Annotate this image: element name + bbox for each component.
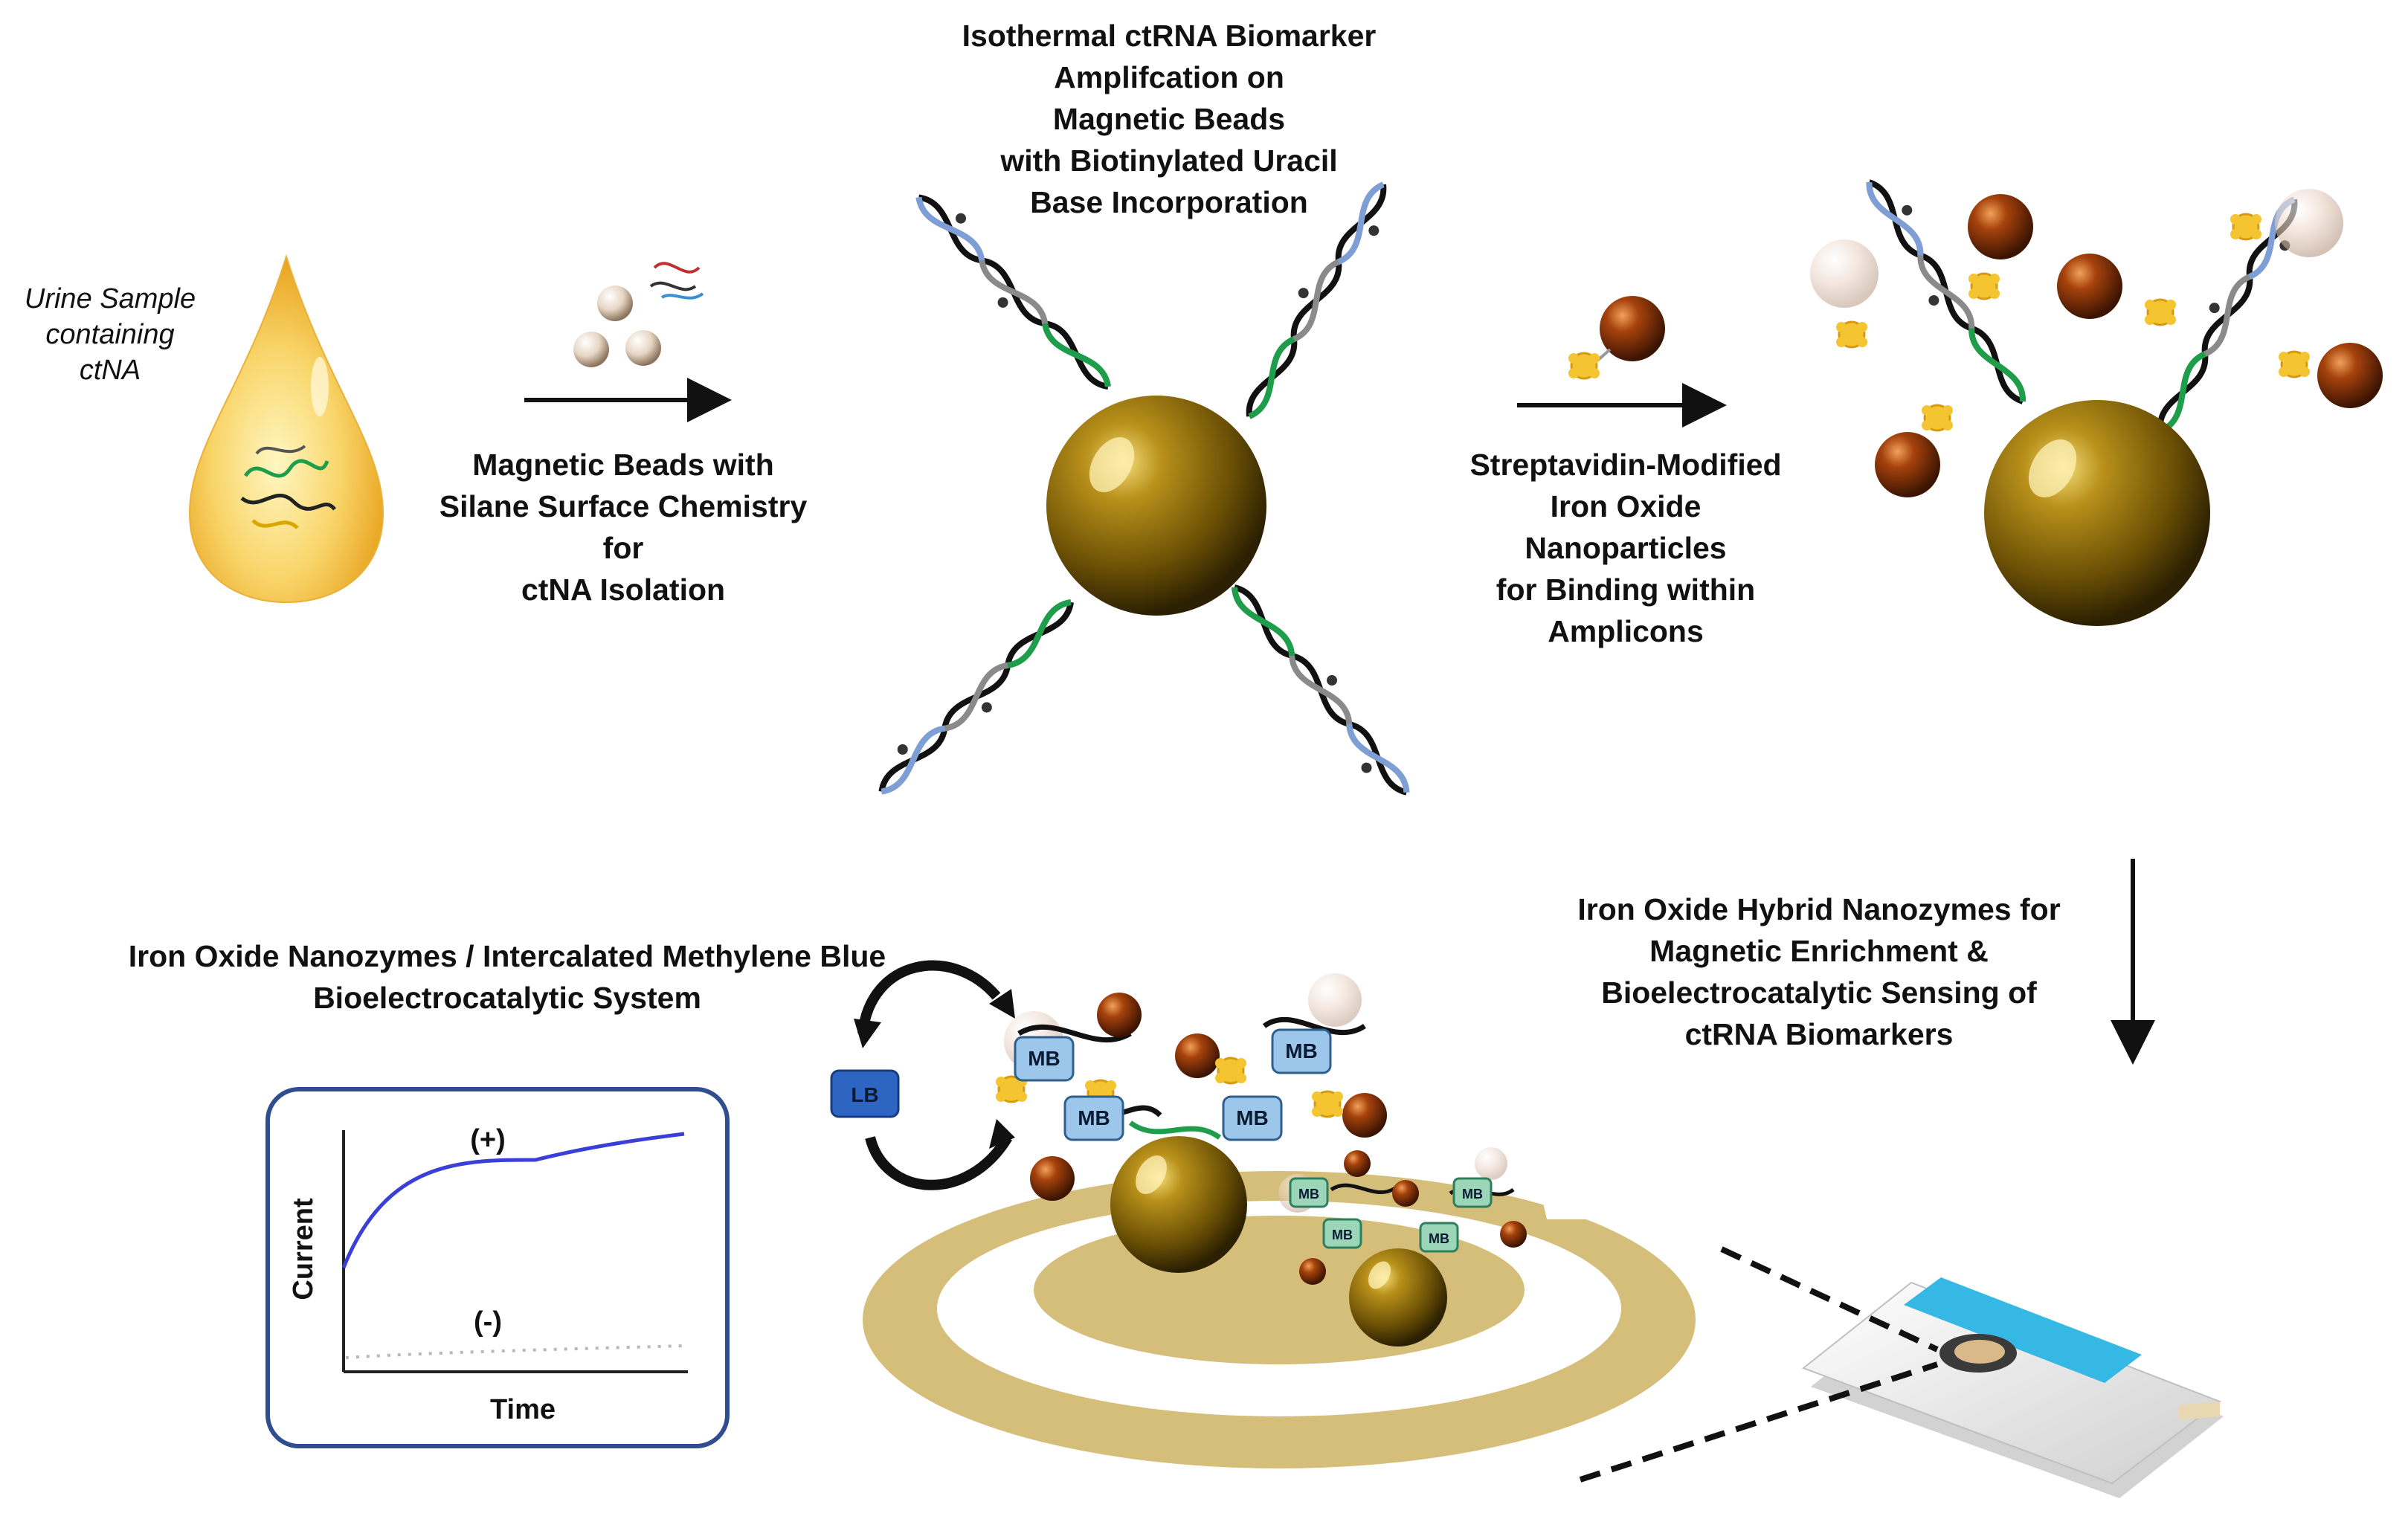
step1-caption: Magnetic Beads with Silane Surface Chemi… — [440, 444, 807, 610]
system-caption: Iron Oxide Nanozymes / Intercalated Meth… — [129, 935, 886, 1019]
mb-label: MB — [1332, 1228, 1353, 1242]
test-strip — [1579, 1246, 2224, 1498]
step2-caption-line: with Biotinylated Uracil — [1000, 143, 1338, 178]
step4-caption-line: Bioelectrocatalytic Sensing of — [1601, 975, 2037, 1010]
mb-label: MB — [1028, 1047, 1060, 1070]
plot-positive-label: (+) — [470, 1124, 506, 1155]
nanozyme-assembly — [994, 973, 1527, 1347]
system-caption-line: Bioelectrocatalytic System — [313, 981, 701, 1015]
urine-label-line: Urine Sample — [24, 283, 196, 315]
step2-caption: Isothermal ctRNA Biomarker Amplifcation … — [962, 15, 1377, 223]
step1-caption-line: Silane Surface Chemistry — [439, 489, 808, 523]
step3-caption-line: Iron Oxide — [1550, 489, 1702, 523]
urine-label-line: ctNA — [79, 355, 141, 386]
electrode — [863, 1171, 1696, 1468]
plot-x-label: Time — [490, 1394, 556, 1425]
mb-label: MB — [1285, 1039, 1318, 1062]
step3-caption-line: Amplicons — [1548, 614, 1704, 648]
plot-frame — [265, 1087, 730, 1448]
lb-badge — [830, 1069, 900, 1118]
cycle-tags: LB MB MB MB MB MB MB MB MB — [851, 1039, 1483, 1246]
urine-sample-label: Urine Sample containing ctNA — [25, 281, 196, 388]
step4-caption-line: Iron Oxide Hybrid Nanozymes for — [1577, 892, 2061, 926]
current-time-plot: (+) (-) Time Current — [265, 1087, 730, 1448]
mb-label: MB — [1429, 1231, 1449, 1246]
step1-caption-line: Magnetic Beads with — [472, 448, 774, 482]
lb-label: LB — [851, 1083, 878, 1106]
mb-label: MB — [1078, 1106, 1110, 1129]
step3-caption-line: Streptavidin-Modified — [1469, 448, 1782, 482]
urine-drop — [188, 254, 384, 604]
step3-caption-line: for Binding within — [1496, 573, 1756, 607]
mb-label: MB — [1462, 1187, 1483, 1202]
step3-caption: Streptavidin-Modified Iron Oxide Nanopar… — [1469, 444, 1781, 652]
step1-caption-line: ctNA Isolation — [521, 573, 726, 607]
urine-label-line: containing — [45, 319, 175, 350]
step3-caption-line: Nanoparticles — [1525, 531, 1727, 565]
step4-caption-line: ctRNA Biomarkers — [1684, 1017, 1954, 1051]
step1-caption-line: for — [602, 531, 644, 565]
plot-y-label: Current — [288, 1198, 319, 1300]
redox-cycle — [830, 960, 1015, 1190]
step4-caption: Iron Oxide Hybrid Nanozymes for Magnetic… — [1577, 888, 2060, 1055]
plot-negative-label: (-) — [474, 1306, 502, 1338]
curve-positive — [341, 1132, 685, 1268]
mb-label: MB — [1298, 1187, 1319, 1202]
streptavidin-nanoparticle-icon — [1567, 296, 1665, 380]
amplified-bead — [867, 175, 1422, 806]
step2-caption-line: Amplifcation on — [1054, 60, 1284, 94]
system-caption-line: Iron Oxide Nanozymes / Intercalated Meth… — [128, 939, 886, 973]
step2-caption-line: Base Incorporation — [1030, 185, 1308, 219]
nanoparticle-bound-bead — [1810, 171, 2383, 626]
step4-caption-line: Magnetic Enrichment & — [1649, 934, 1989, 968]
step2-caption-line: Magnetic Beads — [1052, 102, 1286, 136]
mb-label: MB — [1236, 1106, 1269, 1129]
step2-caption-line: Isothermal ctRNA Biomarker — [962, 19, 1377, 53]
magnetic-bead-icons — [573, 262, 704, 367]
